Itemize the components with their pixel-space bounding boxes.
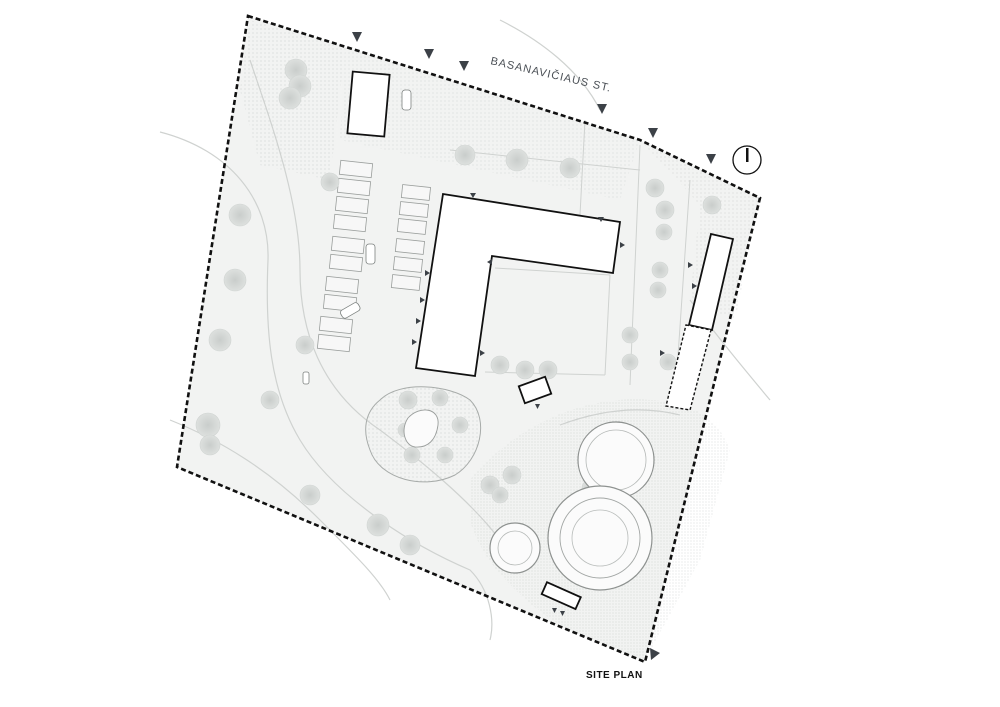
- plaza-small: [489, 522, 541, 574]
- building-east-dashed: [665, 324, 712, 411]
- kiosk-south: [540, 581, 582, 611]
- building-north: [346, 70, 391, 138]
- drawing-title: SITE PLAN: [586, 670, 643, 681]
- buildings: [346, 70, 735, 611]
- building-east: [687, 232, 735, 332]
- entrance-triangle-icon: [352, 32, 716, 660]
- main-l-building: [414, 192, 622, 378]
- parking-east: [390, 184, 431, 291]
- small-access-markers: [412, 193, 697, 616]
- north-arrow-icon: [732, 145, 762, 175]
- plaza-large: [547, 485, 653, 591]
- island-inner: [403, 409, 439, 448]
- pavilion: [517, 375, 553, 405]
- island-outer: [365, 386, 482, 483]
- round-plazas: [489, 421, 655, 591]
- street-name: BASANAVIČIAUS ST.: [489, 54, 613, 95]
- dotted-strip-east: [640, 140, 760, 320]
- parking-west: [316, 159, 374, 353]
- parked-cars: [302, 89, 412, 385]
